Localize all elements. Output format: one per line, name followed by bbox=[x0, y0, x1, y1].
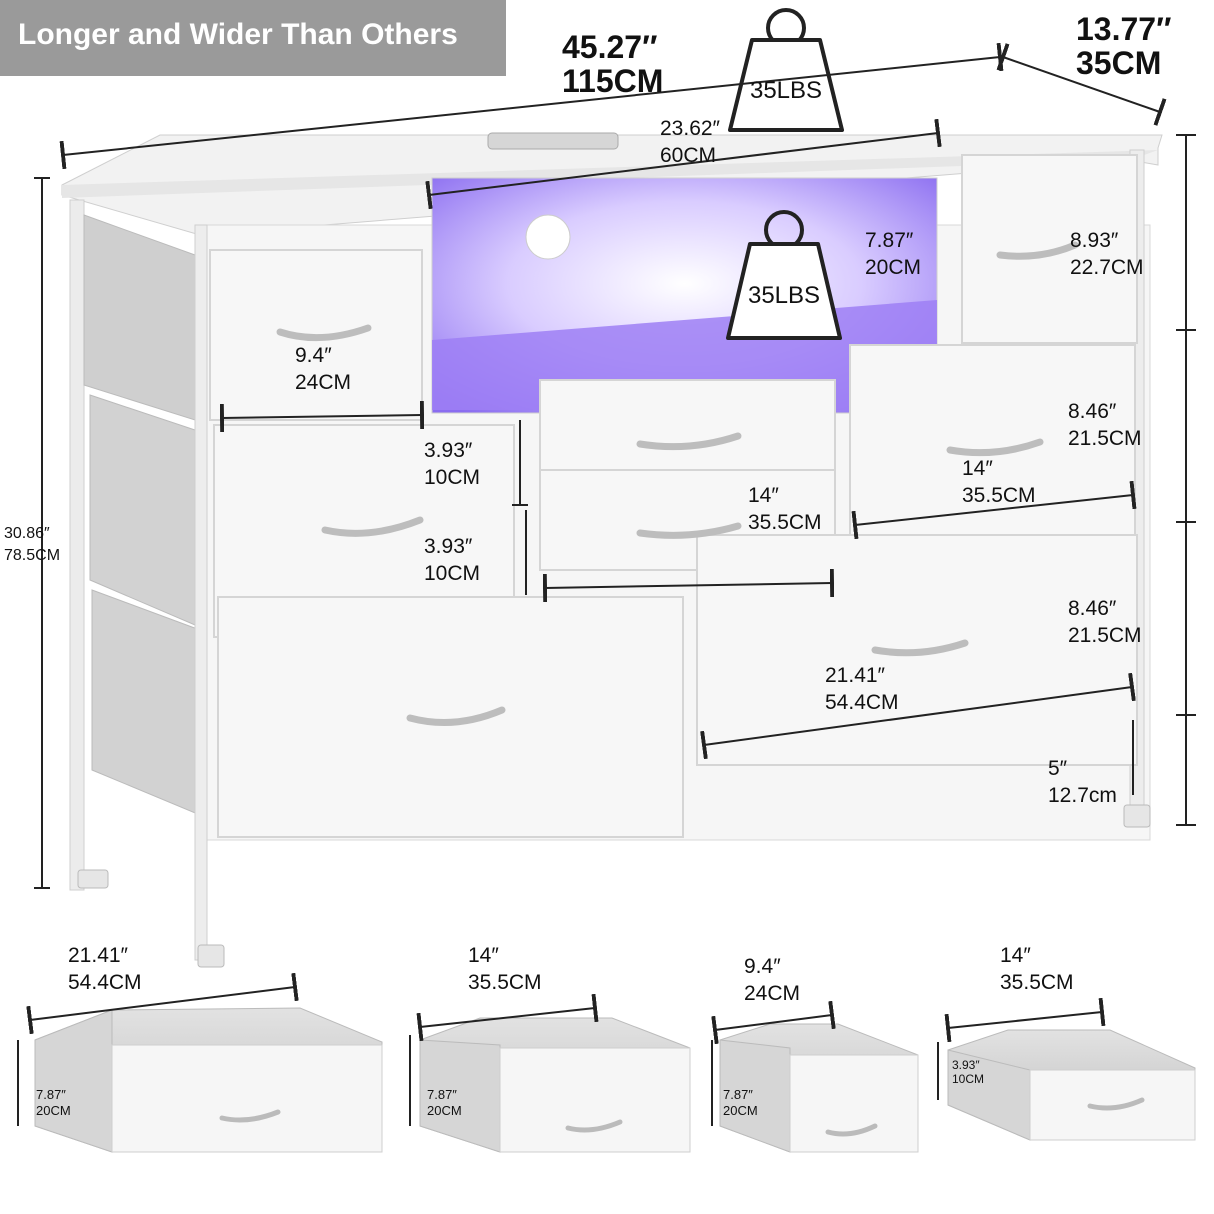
bin-3-height-label: 7.87″ 20CM bbox=[723, 1087, 758, 1118]
top-left-drawer-width-label: 9.4″ 24CM bbox=[295, 344, 352, 394]
tv-opening-width-label: 23.62″ 60CM bbox=[660, 117, 720, 167]
handle-icon bbox=[219, 1109, 281, 1123]
bin-1-width-label: 21.41″ 54.4CM bbox=[68, 944, 142, 994]
handle-icon bbox=[871, 639, 969, 657]
weight-top-icon bbox=[728, 8, 844, 132]
top-right-drawer-height-label: 8.93″ 22.7CM bbox=[1070, 229, 1144, 279]
bin-1-height-label: 7.87″ 20CM bbox=[36, 1087, 71, 1118]
weight-top-label: 35LBS bbox=[749, 77, 823, 104]
weight-shelf-icon bbox=[726, 210, 842, 340]
handle-icon bbox=[825, 1123, 878, 1137]
small-drawer-width-label: 14″ 35.5CM bbox=[748, 484, 822, 534]
handle-icon bbox=[321, 516, 424, 537]
dresser-side bbox=[69, 199, 201, 891]
power-strip-icon bbox=[487, 132, 619, 150]
drawer-bottom-left bbox=[217, 596, 684, 838]
handle-icon bbox=[636, 432, 742, 451]
bin-3 bbox=[711, 1000, 919, 1153]
bottom-drawer-width-label: 21.41″ 54.4CM bbox=[825, 664, 899, 714]
handle-icon bbox=[996, 241, 1079, 260]
right-middle-drawer-height-label: 8.46″ 21.5CM bbox=[1068, 400, 1142, 450]
bin-2-height-label: 7.87″ 20CM bbox=[427, 1087, 462, 1118]
small-drawer-height-upper-label: 3.93″ 10CM bbox=[424, 439, 481, 489]
handle-icon bbox=[1087, 1097, 1145, 1111]
overall-depth-label: 13.77″ 35CM bbox=[1076, 11, 1172, 81]
right-middle-drawer-width-label: 14″ 35.5CM bbox=[962, 457, 1036, 507]
bin-4-width-label: 14″ 35.5CM bbox=[1000, 944, 1074, 994]
cable-hole-icon bbox=[525, 214, 571, 260]
bin-2-width-label: 14″ 35.5CM bbox=[468, 944, 542, 994]
bin-3-width-label: 9.4″ 24CM bbox=[744, 955, 801, 1005]
drawer-small-upper bbox=[539, 379, 836, 476]
weight-shelf-label: 35LBS bbox=[747, 282, 821, 309]
overall-height-label: 30.86″ 78.5CM bbox=[4, 525, 61, 564]
bin-1 bbox=[17, 972, 383, 1153]
overall-width-label: 45.27″ 115CM bbox=[562, 29, 664, 99]
handle-icon bbox=[276, 324, 372, 342]
small-drawer-height-lower-label: 3.93″ 10CM bbox=[424, 535, 481, 585]
opening-height-label: 7.87″ 20CM bbox=[865, 229, 922, 279]
handle-icon bbox=[406, 706, 506, 726]
bin-2 bbox=[409, 993, 691, 1153]
leg-clearance-label: 5″ 12.7cm bbox=[1048, 757, 1117, 807]
bin-4-height-label: 3.93″ 10CM bbox=[952, 1058, 985, 1086]
handle-icon bbox=[636, 522, 742, 539]
handle-icon bbox=[565, 1119, 623, 1133]
handle-icon bbox=[946, 438, 1044, 457]
bottom-drawer-height-label: 8.46″ 21.5CM bbox=[1068, 597, 1142, 647]
bin-4 bbox=[937, 997, 1196, 1141]
drawer-top-right bbox=[961, 154, 1138, 344]
